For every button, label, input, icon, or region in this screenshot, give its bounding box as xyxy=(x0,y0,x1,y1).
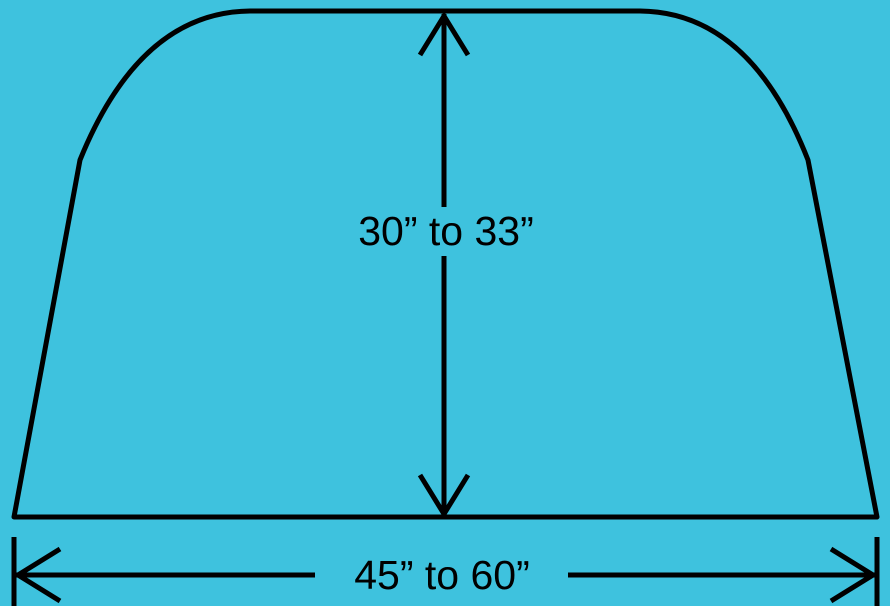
width-arrow-left xyxy=(13,546,62,604)
height-arrow-bottom xyxy=(417,473,471,519)
height-label: 30” to 33” xyxy=(358,208,534,254)
width-label: 45” to 60” xyxy=(354,552,530,598)
width-arrow-right xyxy=(829,546,878,604)
height-arrow-top xyxy=(417,11,471,57)
shape-outline xyxy=(11,8,880,520)
